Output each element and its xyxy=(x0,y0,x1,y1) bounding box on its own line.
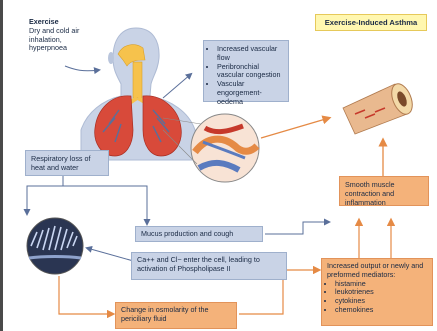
mucus-text: Mucus production and cough xyxy=(141,229,233,238)
arrow-loss-to-mucus xyxy=(63,176,147,224)
smooth-muscle-box: Smooth muscle contraction and inflammati… xyxy=(339,176,429,206)
mediators-heading: Increased output or newly and preformed … xyxy=(327,262,427,280)
osmolarity-box: Change in osmolarity of the periciliary … xyxy=(115,302,237,329)
mucus-box: Mucus production and cough xyxy=(135,226,263,242)
arrow-cilia-to-osmolarity xyxy=(59,276,113,314)
calcium-text: Ca++ and Cl− enter the cell, leading to … xyxy=(137,255,260,273)
arrow-mucus-to-smooth-muscle xyxy=(265,222,329,234)
respiratory-loss-box: Respiratory loss of heat and water xyxy=(25,150,109,176)
vascular-effect-item: Peribronchial vascular congestion xyxy=(217,63,283,81)
cilia-illustration xyxy=(27,218,83,274)
exercise-text: Dry and cold air inhalation, hyperpnoea xyxy=(29,27,89,53)
smooth-muscle-text: Smooth muscle contraction and inflammati… xyxy=(345,180,395,207)
arrow-calcium-to-cilia xyxy=(87,248,137,262)
arrow-exercise-to-airway xyxy=(65,66,99,71)
vascular-effect-item: Increased vascular flow xyxy=(217,45,283,63)
bronchial-tube-illustration xyxy=(343,81,416,134)
arrow-lungs-to-vascular xyxy=(163,74,191,98)
calcium-box: Ca++ and Cl− enter the cell, leading to … xyxy=(131,252,287,280)
osmolarity-text: Change in osmolarity of the periciliary … xyxy=(121,305,209,323)
title-box: Exercise-Induced Asthma xyxy=(315,14,427,31)
exercise-label: Exercise Dry and cold air inhalation, hy… xyxy=(29,18,89,53)
respiratory-loss-text: Respiratory loss of heat and water xyxy=(31,154,91,172)
arrow-loss-to-cilia xyxy=(27,186,63,214)
vascular-effects-box: Increased vascular flow Peribronchial va… xyxy=(203,40,289,102)
vascular-effect-item: Vascular engorgement-oedema xyxy=(217,80,283,106)
mediator-item: chemokines xyxy=(335,306,427,315)
arrow-circle-to-tube xyxy=(261,118,329,138)
bronchus-magnified-illustration xyxy=(191,114,259,182)
page-title: Exercise-Induced Asthma xyxy=(325,18,418,27)
mediators-box: Increased output or newly and preformed … xyxy=(321,258,433,326)
